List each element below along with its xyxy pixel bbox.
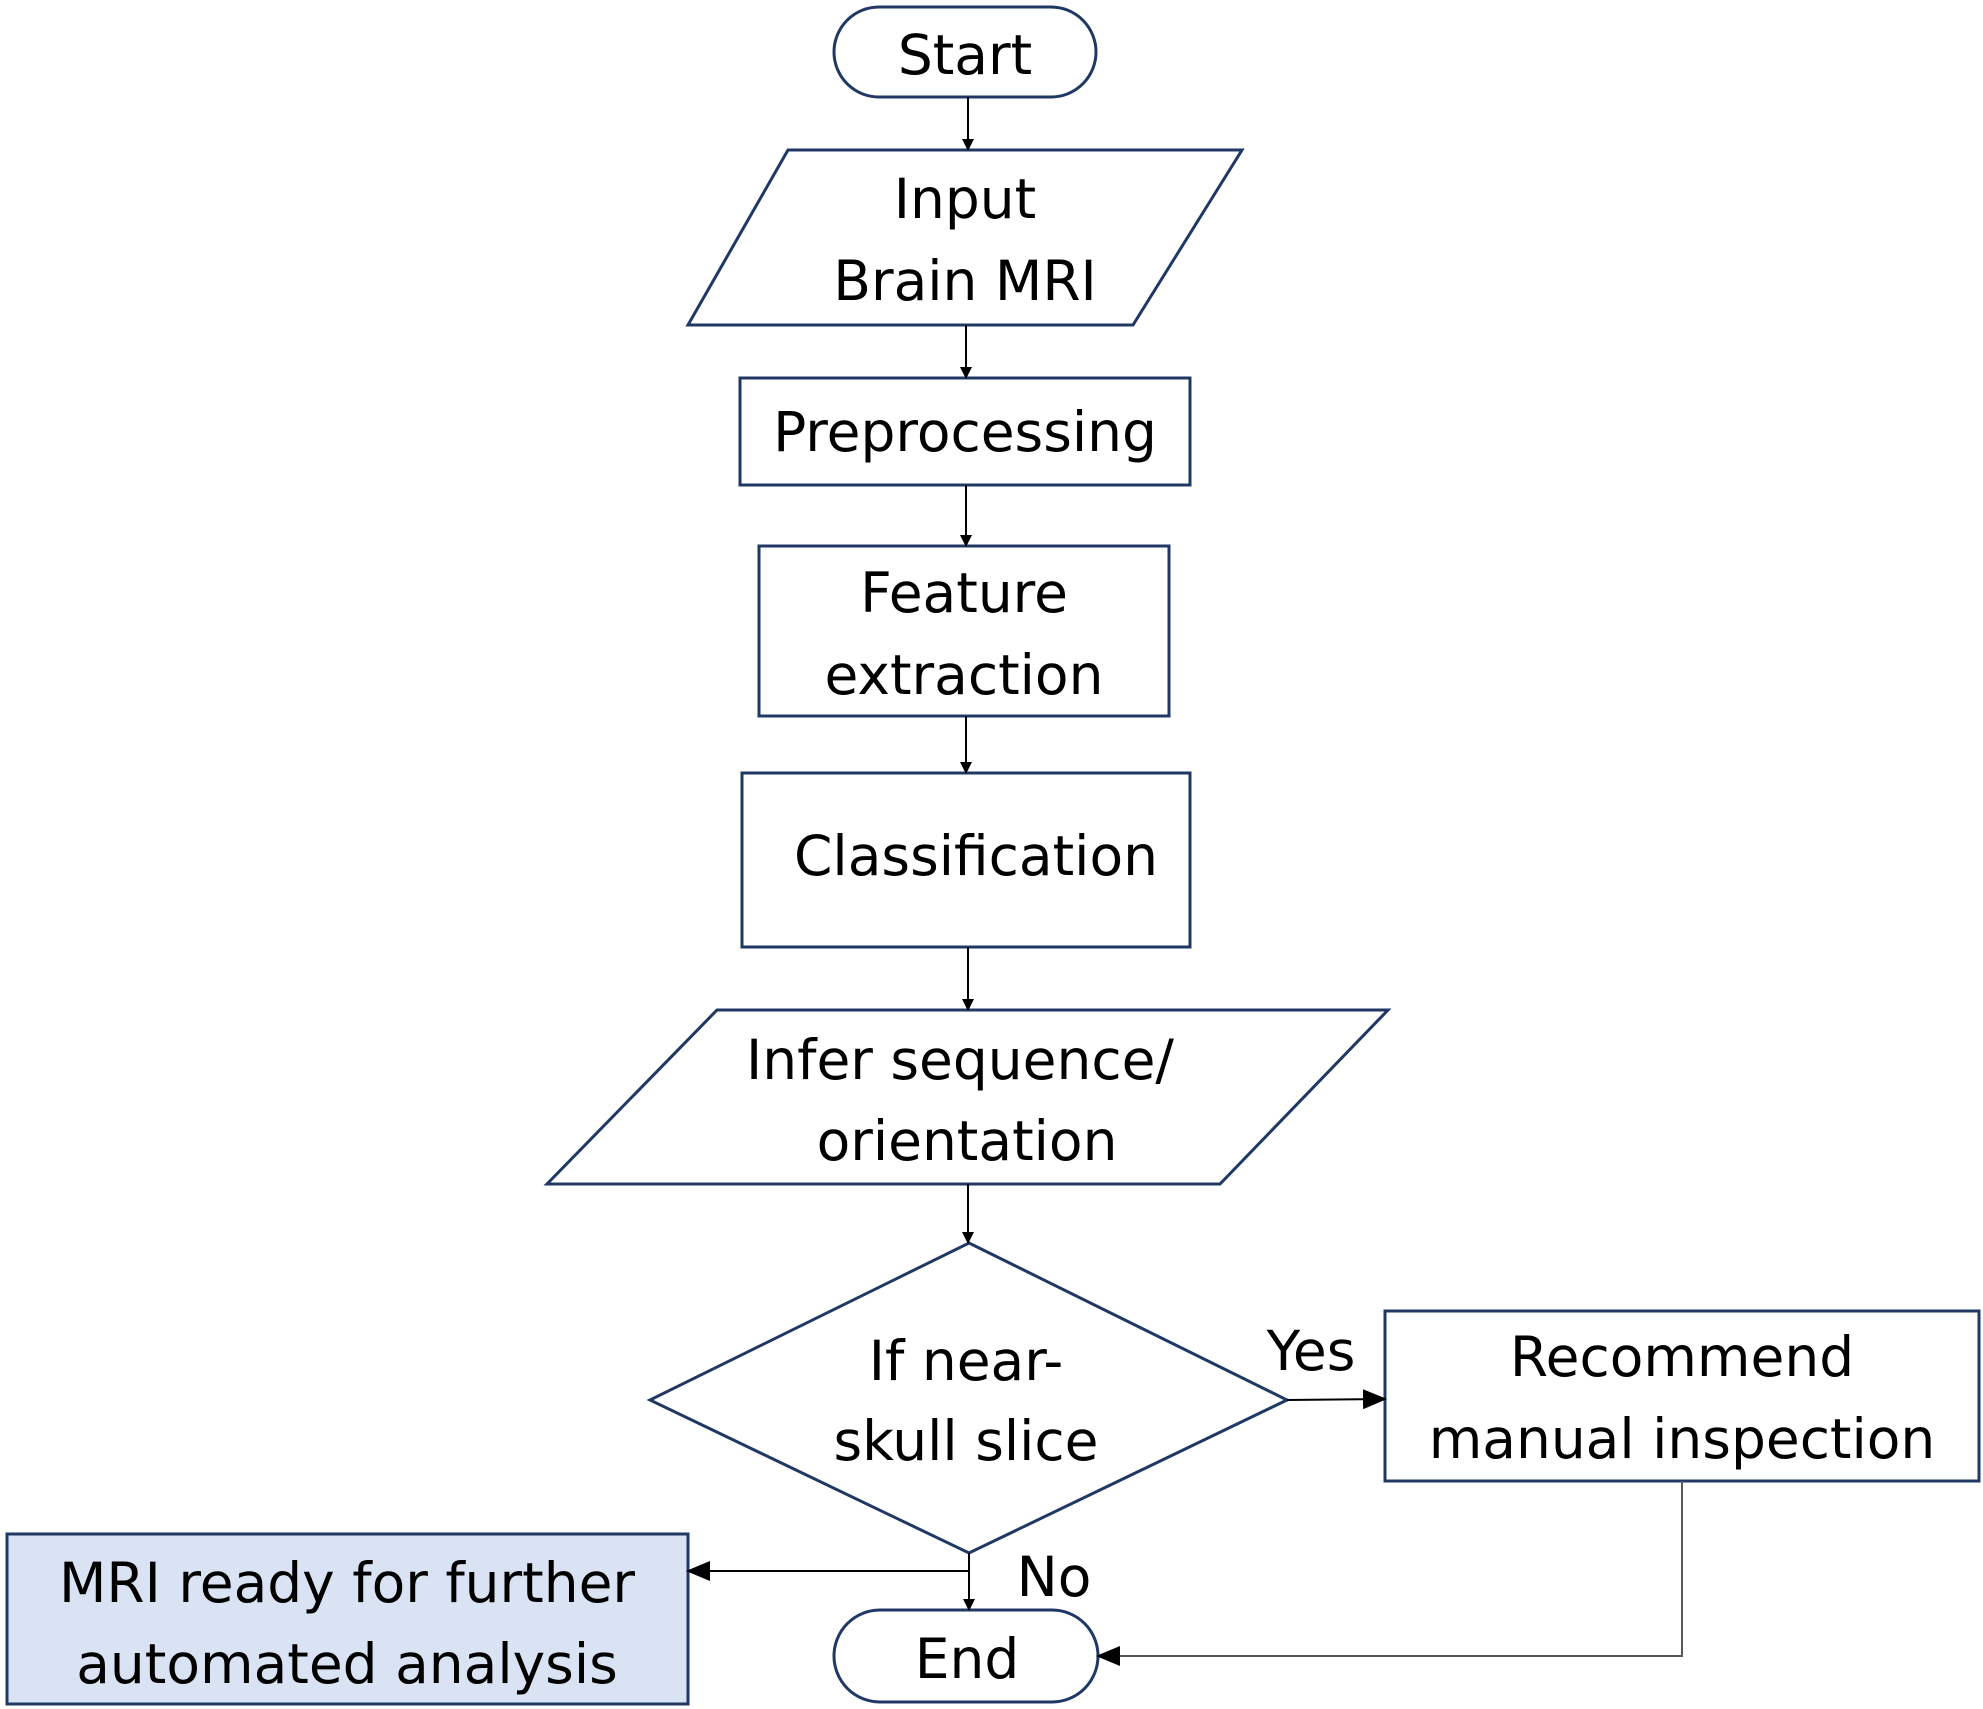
- feature-label-line1: Feature: [860, 561, 1068, 625]
- return-line-recommend-to-end: [1098, 1481, 1683, 1657]
- infer-label-line2: orientation: [817, 1109, 1118, 1173]
- arrow-decision-to-recommend: [1286, 1389, 1387, 1410]
- near-skull-decision-node: If near- skull slice: [646, 1241, 1291, 1555]
- mri-ready-node: MRI ready for further automated analysis: [5, 1532, 690, 1706]
- feature-extraction-node: Feature extraction: [757, 544, 1171, 718]
- input-label-line2: Brain MRI: [833, 249, 1097, 313]
- infer-label-line1: Infer sequence/: [746, 1028, 1174, 1092]
- preprocessing-node: Preprocessing: [738, 376, 1192, 487]
- recommend-label-line2: manual inspection: [1429, 1407, 1936, 1471]
- decision-label-line2: skull slice: [833, 1409, 1098, 1473]
- start-label: Start: [898, 23, 1032, 87]
- ready-label-line2: automated analysis: [76, 1632, 618, 1696]
- recommend-label-line1: Recommend: [1510, 1325, 1854, 1389]
- preprocessing-label: Preprocessing: [773, 400, 1157, 464]
- yes-edge-label: Yes: [1266, 1319, 1356, 1383]
- classification-node: Classification: [740, 771, 1192, 949]
- ready-label-line1: MRI ready for further: [59, 1551, 635, 1615]
- decision-label-line1: If near-: [869, 1329, 1063, 1393]
- recommend-inspection-node: Recommend manual inspection: [1383, 1309, 1981, 1483]
- input-label-line1: Input: [894, 167, 1036, 231]
- input-node: Input Brain MRI: [685, 148, 1245, 327]
- infer-node: Infer sequence/ orientation: [543, 1008, 1392, 1186]
- end-node: End: [832, 1608, 1100, 1704]
- feature-label-line2: extraction: [825, 643, 1104, 707]
- end-label: End: [915, 1627, 1020, 1691]
- classification-label: Classification: [794, 824, 1158, 888]
- no-edge-label: No: [1017, 1545, 1092, 1609]
- start-node: Start: [832, 5, 1098, 99]
